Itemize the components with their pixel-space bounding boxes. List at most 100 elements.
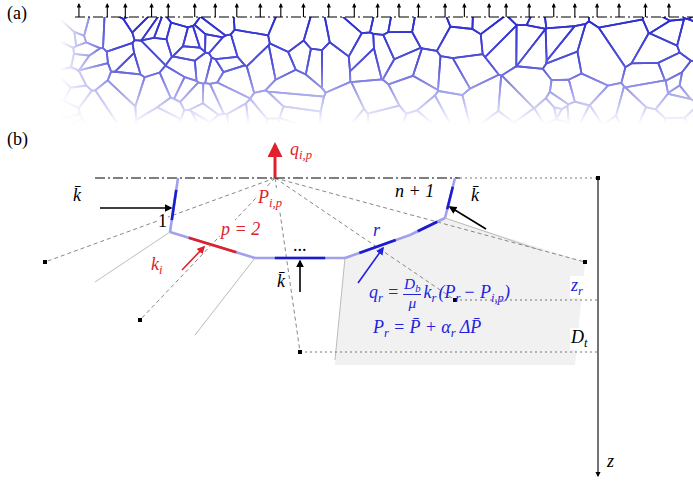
math-label: k̄ — [72, 186, 82, 205]
cell-wall — [546, 92, 568, 109]
cell-wall — [505, 0, 535, 25]
math-symbol: q — [369, 282, 378, 302]
flow-arrow — [182, 247, 204, 270]
flux-arrow — [168, 4, 169, 17]
cell-wall — [481, 15, 517, 57]
math-symbol: k — [151, 254, 159, 274]
depth-guide — [300, 352, 598, 353]
cell-wall — [160, 0, 205, 27]
cell-wall — [515, 131, 551, 150]
cell-wall — [322, 42, 350, 93]
cell-center — [43, 260, 47, 264]
math-label: ki — [150, 255, 164, 277]
flux-arrow — [260, 4, 261, 17]
cell-wall — [516, 29, 546, 69]
math-label: qr=Dbμkr(Pr− Pi,p) — [368, 276, 511, 311]
cell-wall — [141, 38, 172, 65]
cell-wall — [329, 109, 371, 150]
cell-wall — [590, 83, 624, 125]
math-label: (b) — [6, 130, 29, 149]
pore-wall — [275, 257, 325, 260]
cell-walls — [40, 0, 693, 150]
flux-arrow — [489, 4, 490, 17]
subscript-text: r — [378, 291, 383, 305]
flux-arrow — [574, 4, 575, 17]
math-label: 1 — [157, 212, 168, 231]
cell-wall — [569, 74, 608, 106]
cell-wall — [247, 45, 276, 93]
math-symbol: 1 — [158, 211, 167, 231]
math-symbol: k̄ — [471, 185, 479, 205]
math-symbol: n + 1 — [395, 181, 434, 201]
subscript-text: b — [415, 282, 420, 294]
cell-wall — [599, 19, 649, 67]
cell-boundary — [95, 232, 170, 282]
cell-wall — [625, 80, 668, 109]
math-symbol: (P — [438, 282, 455, 302]
surface-line — [95, 177, 460, 178]
cell-wall — [203, 83, 224, 115]
flux-arrow — [418, 4, 419, 17]
math-symbol: − P — [463, 282, 491, 302]
cell-wall — [388, 76, 438, 114]
center-link — [275, 178, 455, 300]
pore-wall — [410, 218, 445, 235]
fraction: Dbμ — [403, 276, 421, 311]
subscript-text: i,p — [491, 291, 504, 305]
math-symbol: k — [423, 282, 431, 302]
math-label: k̄ — [470, 186, 480, 205]
pore-wall — [172, 190, 176, 220]
math-label: (a) — [6, 4, 28, 23]
math-symbol: q — [290, 139, 299, 159]
math-symbol: D — [571, 327, 584, 347]
pore-wall — [359, 240, 395, 253]
cell-boundary — [195, 258, 255, 335]
math-symbol: z — [571, 275, 578, 295]
subscript-text: i,p — [269, 196, 282, 210]
cell-wall — [108, 72, 145, 107]
math-symbol: P — [373, 317, 384, 337]
pore-wall — [255, 257, 345, 260]
flow-arrow — [358, 248, 383, 283]
cell-boundary — [445, 218, 540, 250]
pore-wall — [170, 178, 178, 232]
math-label: n + 1 — [394, 182, 435, 201]
flux-arrow — [125, 4, 126, 17]
math-label: Pi,p — [257, 188, 283, 210]
math-label: r — [372, 221, 381, 240]
math-symbol: r — [373, 220, 380, 240]
flow-arrow — [450, 207, 486, 229]
math-symbol: ΔP̄ — [460, 317, 482, 337]
flux-arrow — [194, 4, 195, 17]
cell-wall — [628, 107, 665, 150]
cell-wall — [141, 11, 163, 41]
cell-wall — [250, 90, 283, 118]
cell-wall — [388, 0, 418, 32]
cell-wall — [631, 33, 679, 63]
cell-wall — [229, 130, 265, 150]
cell-wall — [438, 56, 470, 95]
math-label: ... — [292, 236, 308, 255]
cell-wall — [40, 71, 71, 101]
cell-wall — [440, 0, 474, 29]
cell-wall — [55, 101, 80, 118]
numerator: Db — [403, 276, 421, 295]
flux-arrow — [445, 4, 446, 17]
cell-wall — [205, 34, 223, 53]
cell-wall — [200, 0, 234, 36]
cell-wall — [183, 26, 200, 48]
cell-wall — [132, 5, 162, 41]
flux-arrow — [215, 4, 216, 17]
flux-arrow — [303, 4, 304, 17]
flux-arrow — [377, 4, 378, 17]
math-symbol: μ — [408, 294, 416, 311]
math-symbol: = — [387, 282, 399, 302]
cell-wall — [681, 0, 693, 19]
cell-wall — [215, 57, 244, 72]
depth-guide — [455, 178, 598, 179]
math-label: z — [606, 452, 615, 471]
cell-wall — [306, 49, 322, 88]
math-symbol: z — [607, 451, 614, 471]
center-link — [45, 178, 275, 262]
